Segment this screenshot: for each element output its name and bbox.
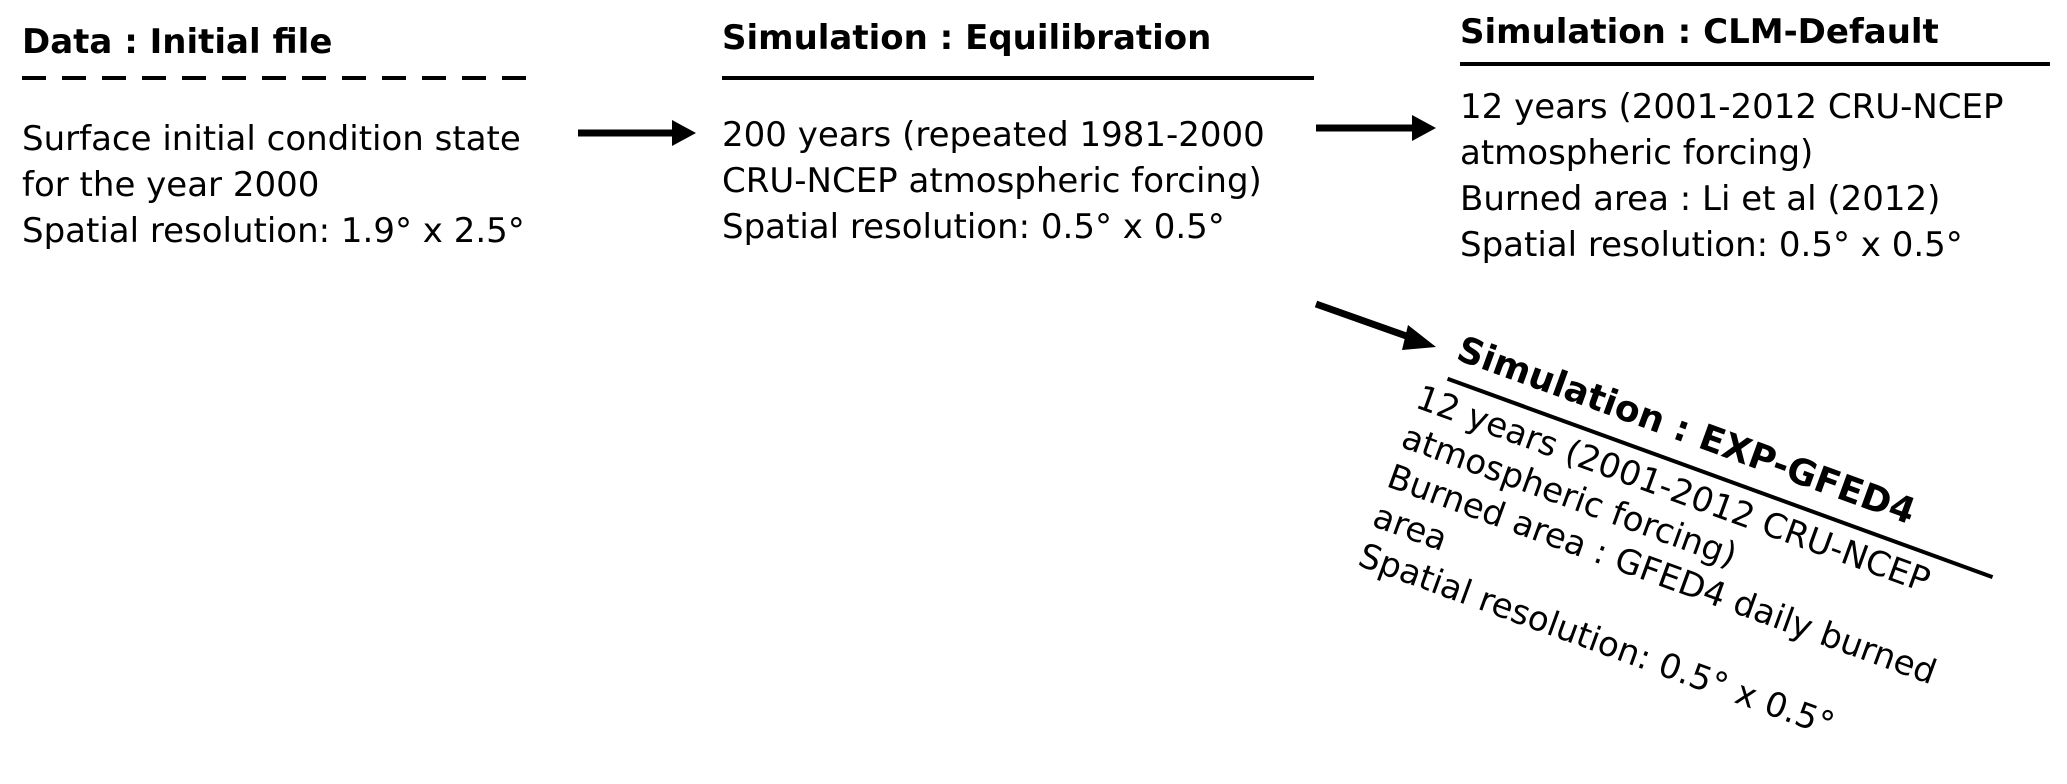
initial-file-line: Surface initial condition state — [22, 119, 521, 159]
clm-default-text: 12 years (2001-2012 CRU-NCEP atmospheric… — [1460, 84, 2004, 268]
clm-default-line: atmospheric forcing) — [1460, 133, 1814, 173]
arrow-equilibration-to-clm-default — [1316, 115, 1436, 141]
clm-default-box: Simulation : CLM-Default 12 years (2001-… — [1460, 10, 2050, 265]
clm-default-title: Simulation : CLM-Default — [1460, 12, 1939, 52]
arrow-initial-to-equilibration — [578, 120, 696, 146]
clm-default-line: Burned area : Li et al (2012) — [1460, 179, 1941, 219]
initial-file-line: Spatial resolution: 1.9° x 2.5° — [22, 211, 525, 251]
clm-default-line: Spatial resolution: 0.5° x 0.5° — [1460, 225, 1963, 265]
equilibration-text: 200 years (repeated 1981-2000 CRU-NCEP a… — [722, 112, 1265, 250]
equilibration-line: CRU-NCEP atmospheric forcing) — [722, 161, 1262, 201]
initial-file-dashed-rule — [22, 76, 532, 80]
initial-file-line: for the year 2000 — [22, 165, 320, 205]
clm-default-line: 12 years (2001-2012 CRU-NCEP — [1460, 87, 2004, 127]
equilibration-box: Simulation : Equilibration 200 years (re… — [722, 16, 1314, 247]
initial-file-title: Data : Initial file — [22, 22, 333, 62]
equilibration-rule — [722, 76, 1314, 80]
exp-gfed4-box: Simulation : EXP-GFED4 12 years (2001-20… — [1353, 328, 2020, 745]
clm-default-rule — [1460, 62, 2050, 66]
initial-file-box: Data : Initial file Surface initial cond… — [22, 20, 532, 251]
equilibration-line: Spatial resolution: 0.5° x 0.5° — [722, 207, 1225, 247]
equilibration-line: 200 years (repeated 1981-2000 — [722, 115, 1265, 155]
arrow-equilibration-to-exp-gfed4 — [1314, 300, 1436, 350]
initial-file-text: Surface initial condition state for the … — [22, 116, 525, 254]
equilibration-title: Simulation : Equilibration — [722, 18, 1212, 58]
